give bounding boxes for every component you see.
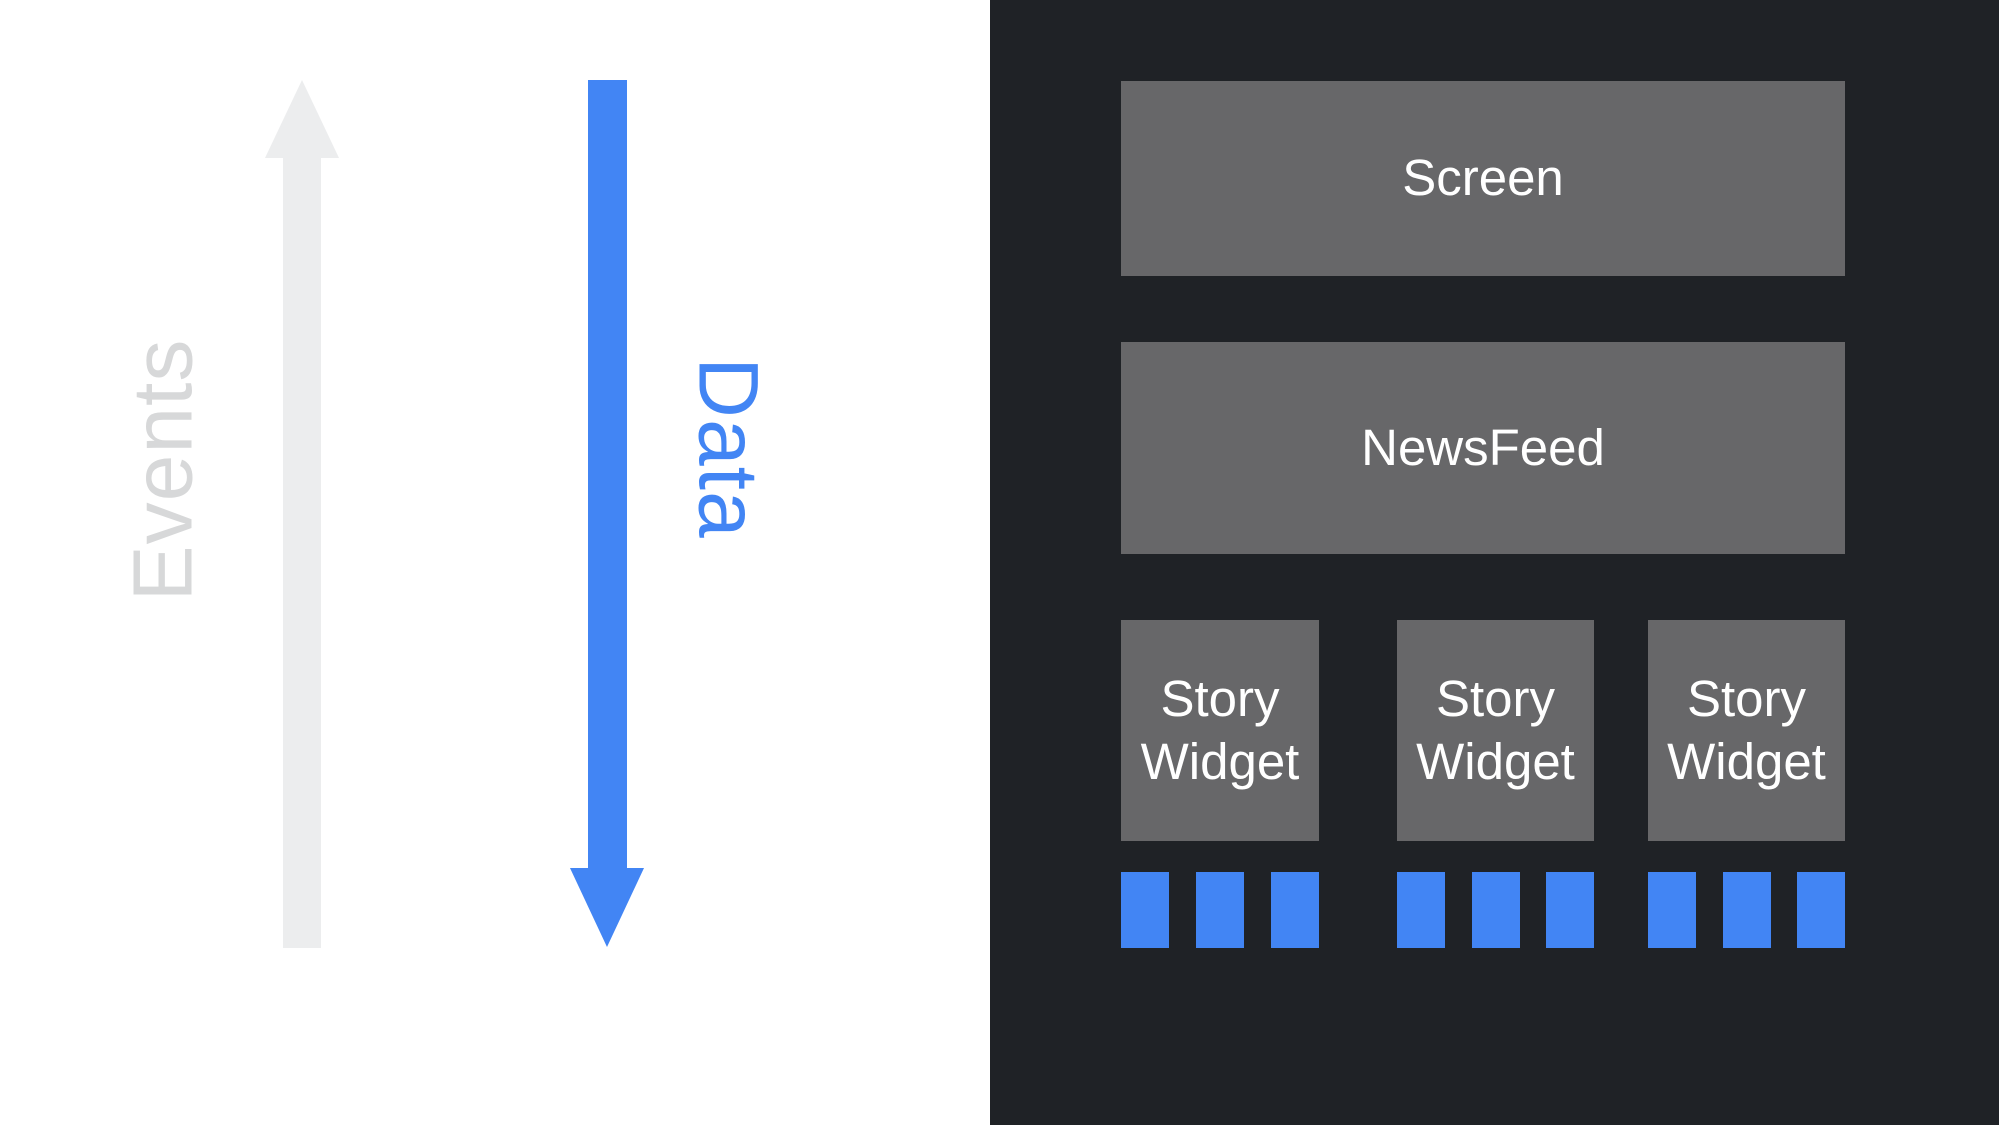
data-square [1196, 872, 1244, 948]
data-square [1271, 872, 1319, 948]
screen-widget-box: Screen [1121, 81, 1845, 276]
data-arrow-shaft [588, 80, 627, 868]
data-square [1722, 872, 1771, 948]
data-square [1546, 872, 1594, 948]
story-data-squares-group [1121, 872, 1319, 948]
story-widget-box: Story Widget [1121, 620, 1319, 841]
story-widget-box: Story Widget [1397, 620, 1594, 841]
newsfeed-widget-label: NewsFeed [1361, 418, 1605, 476]
data-square [1797, 872, 1845, 948]
data-label: Data [681, 357, 776, 539]
data-square [1648, 872, 1696, 948]
story-data-squares-group [1648, 872, 1845, 948]
story-widget-box: Story Widget [1648, 620, 1845, 841]
data-square [1121, 872, 1169, 948]
events-label: Events [115, 338, 210, 602]
data-square [1471, 872, 1520, 948]
screen-widget-label: Screen [1402, 149, 1564, 207]
story-widget-label: Story Widget [1667, 670, 1826, 790]
widget-tree-panel: Screen NewsFeed Story Widget Story Widge… [990, 0, 1999, 1125]
story-widget-label: Story Widget [1140, 670, 1300, 790]
widget-tree-content: Screen NewsFeed Story Widget Story Widge… [1121, 0, 1845, 1125]
story-widget-label: Story Widget [1416, 670, 1575, 790]
down-arrowhead-icon [570, 868, 644, 947]
events-arrow-shaft [283, 157, 321, 948]
story-data-squares-group [1397, 872, 1594, 948]
up-arrowhead-icon [265, 80, 339, 158]
newsfeed-widget-box: NewsFeed [1121, 342, 1845, 554]
data-square [1397, 872, 1445, 948]
